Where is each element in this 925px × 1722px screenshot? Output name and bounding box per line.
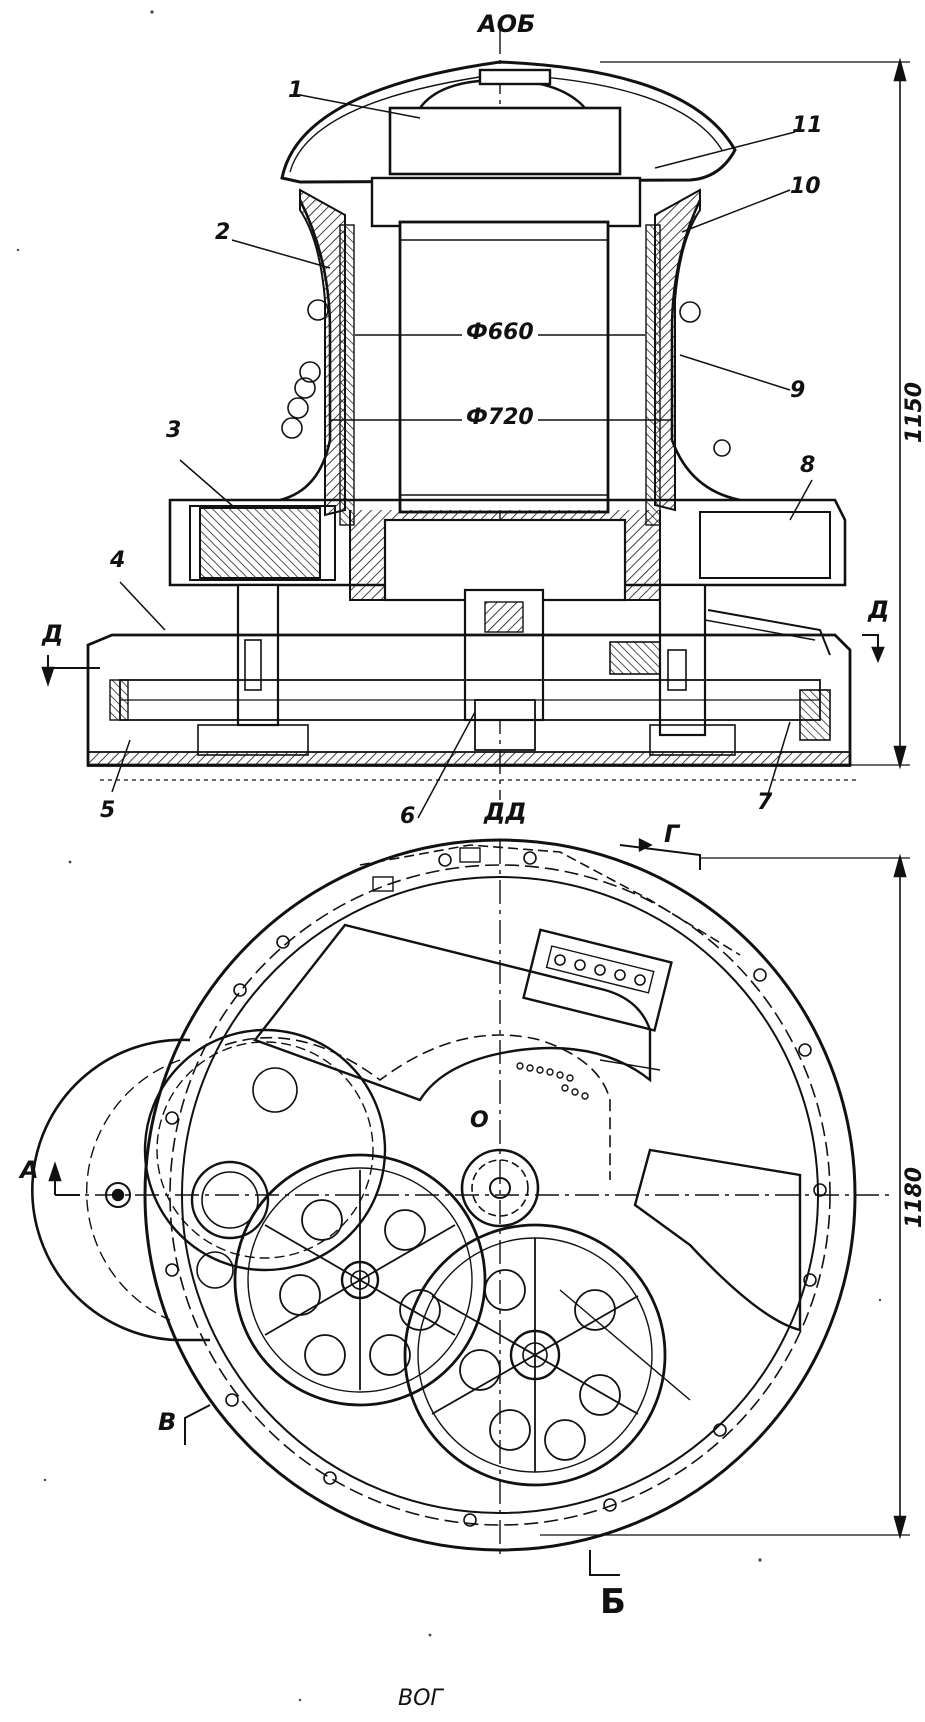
part-label-9: 9 [790,378,806,403]
motor-upper-body [370,176,642,228]
central-pinion [460,1148,540,1228]
left-shaft [236,583,280,727]
casing-left-wall [299,188,346,517]
flange-bolts [165,851,827,1527]
width-dimension-label: 1180 [902,1162,925,1233]
upper-cavity [253,923,652,1102]
right-cavity [633,1148,802,1332]
height-dimension-label: 1150 [902,377,925,448]
motor-body [398,220,610,514]
part-label-5: 5 [100,798,116,823]
part-label-6: 6 [400,804,416,829]
gear-housing-upper [168,498,847,587]
section-right-label: Д [868,596,890,624]
terminal-block [522,928,673,1032]
section-g-marker [619,844,701,870]
footer-label: ВОГ [398,1686,443,1711]
plan-view-title: ДД [484,798,527,826]
outer-flange [143,838,857,1552]
spring-coils-left [281,299,329,439]
part-label-10: 10 [790,174,821,199]
gear-small-left [143,1028,387,1272]
dome-cover [280,60,737,184]
scan-noise [16,10,882,1702]
motor-cap [388,106,622,176]
part-label-8: 8 [800,453,816,478]
plan-view [31,838,910,1576]
part-label-3: 3 [166,418,182,443]
part-label-11: 11 [792,113,823,138]
vent-holes [516,1062,589,1100]
gear-stator-3 [199,507,321,579]
section-v-marker [184,1404,211,1445]
section-g-label: Г [664,820,680,848]
right-shaft [658,583,707,737]
part-label-1: 1 [288,78,304,103]
gear-large-middle [233,1153,487,1407]
gear-large-right [403,1223,667,1487]
side-cover-disc [31,1038,210,1342]
inner-diameter-label: Ф660 [462,320,538,345]
outer-diameter-label: Ф720 [462,405,538,430]
casing-right-wall [654,188,701,512]
center-o-label: O [470,1108,489,1133]
section-b-marker [589,1550,620,1576]
section-b-label: Б [600,1582,626,1622]
part-label-2: 2 [215,220,231,245]
part-label-4: 4 [110,548,126,573]
elevation-section-view [41,30,910,819]
section-marker-right [862,634,879,650]
section-a-label: А [20,1156,39,1184]
leader-lines-top [111,94,813,819]
part-label-7: 7 [757,790,773,815]
section-left-label: Д [42,620,64,648]
section-v-label: В [158,1408,177,1436]
top-view-title: АОБ [478,10,536,38]
